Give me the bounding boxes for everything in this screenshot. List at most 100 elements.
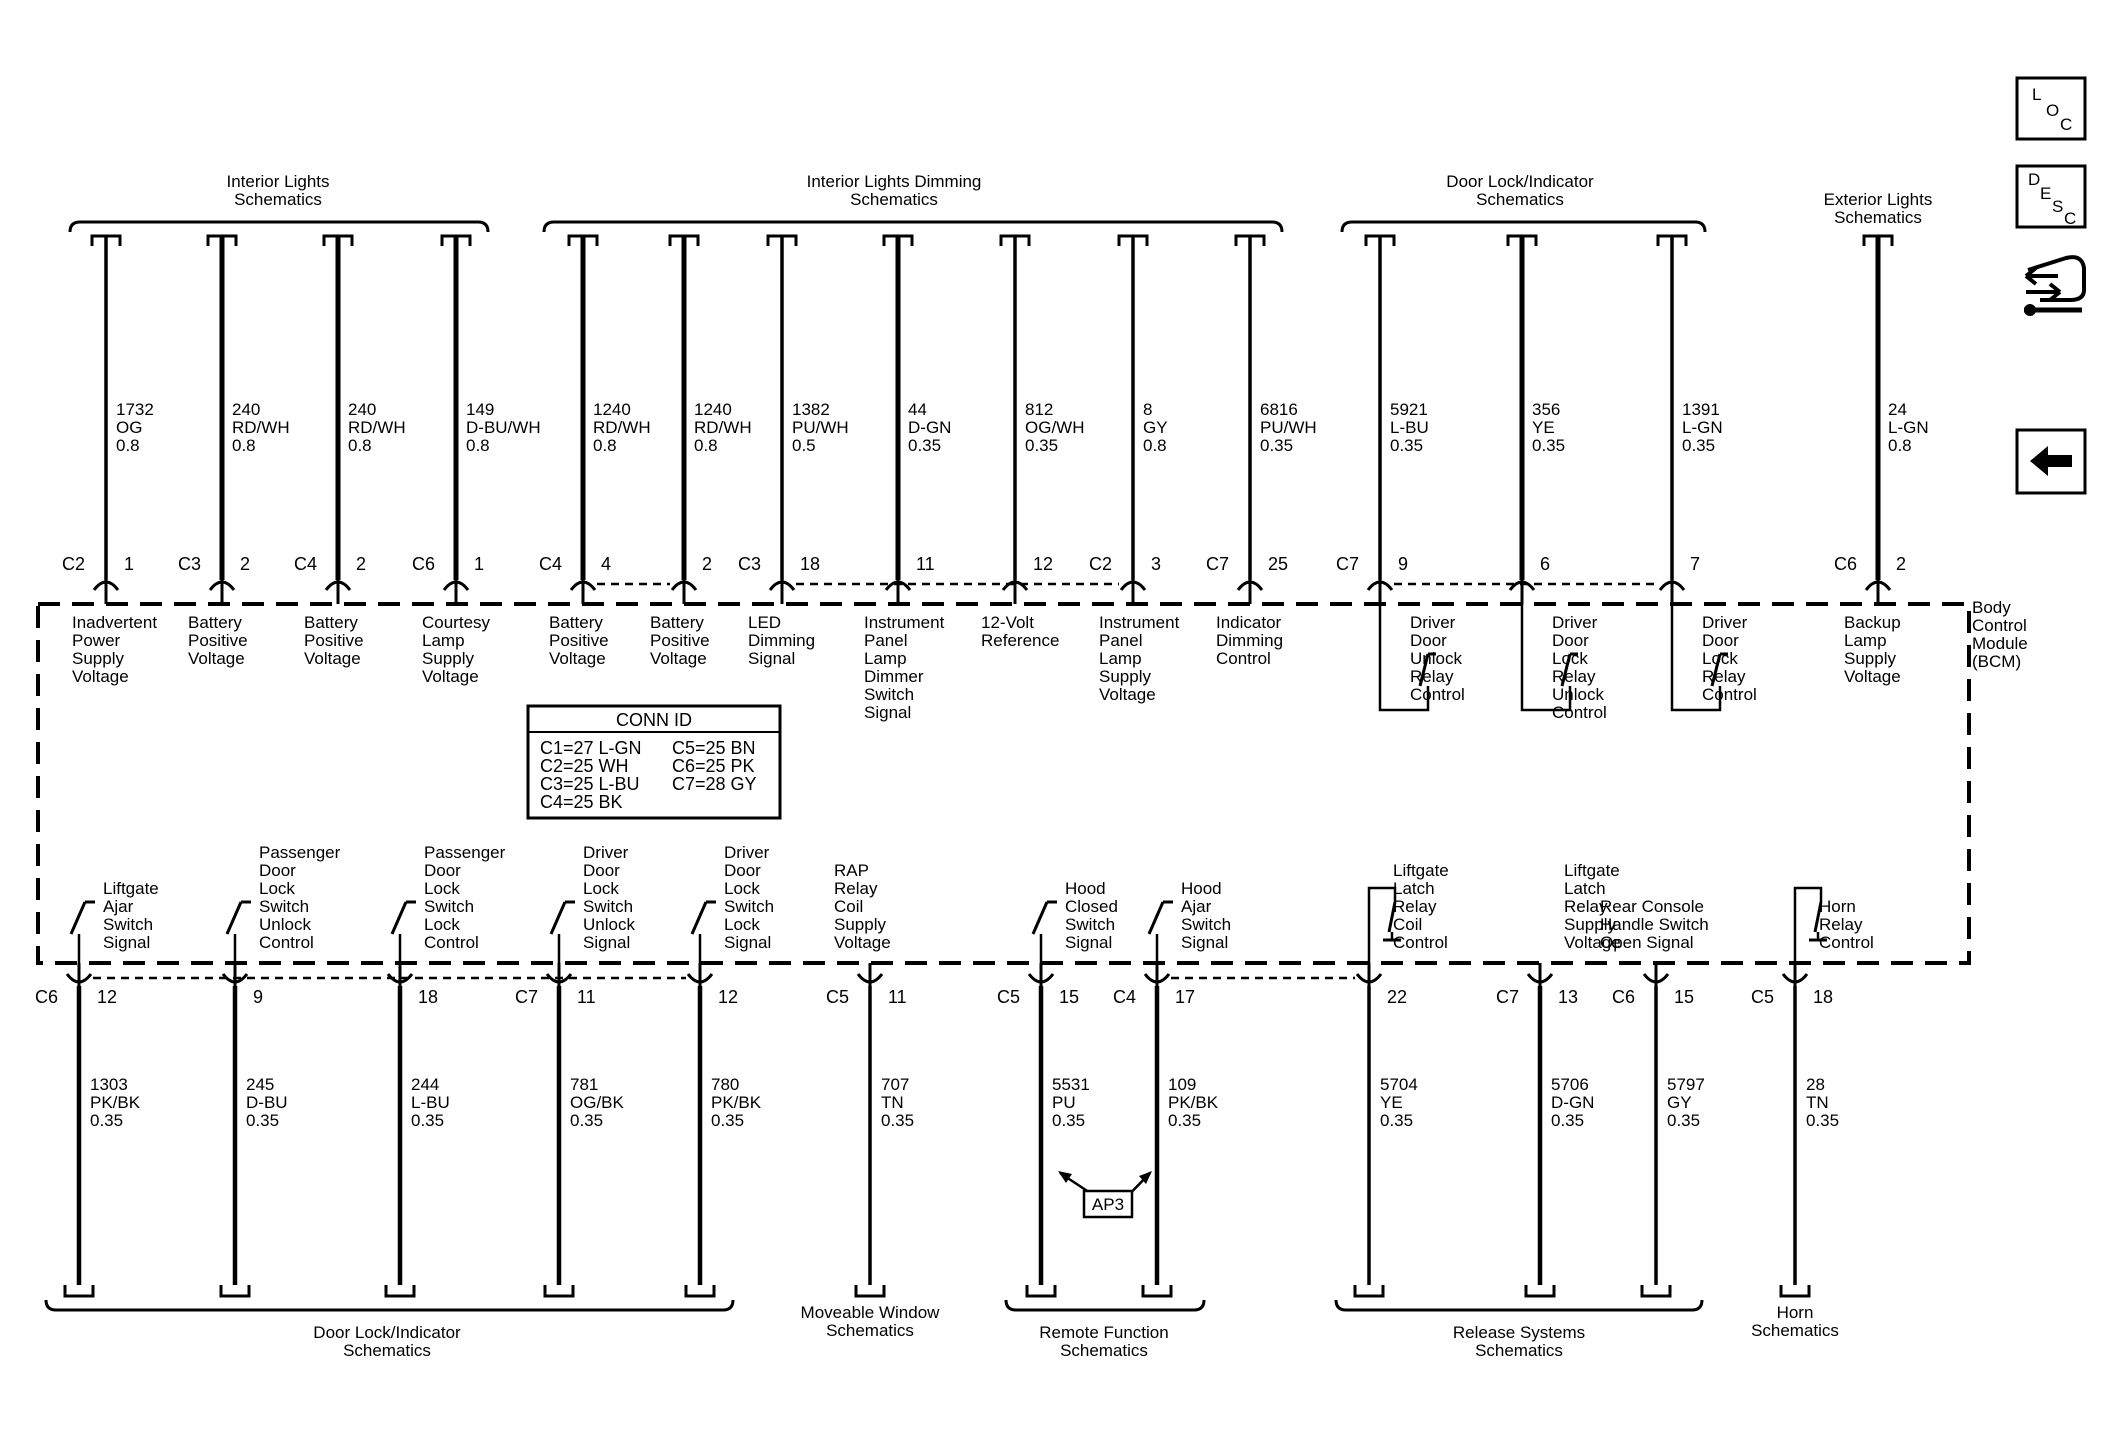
bottom-wire-5-conn: C5 [826, 987, 849, 1007]
top-wire-12-label-1: Door [1552, 631, 1589, 650]
bottom-wire-11-pin-cap [1781, 973, 1809, 984]
top-wire-2-label-2: Voltage [304, 649, 361, 668]
top-wire-5-code-0: 1240 [694, 400, 732, 419]
top-wire-5-label-0: Battery [650, 613, 704, 632]
desc-button[interactable]: D E S C [2015, 164, 2087, 229]
top-wire-14-label-1: Lamp [1844, 631, 1887, 650]
bottom-wire-0-pin: 12 [97, 987, 117, 1007]
top-wire-10-label-0: Indicator [1216, 613, 1282, 632]
top-wire-7-label-2: Lamp [864, 649, 907, 668]
bottom-wire-4: 780PK/BK0.3512DriverDoorLockSwitchLockSi… [684, 843, 774, 1298]
top-wire-10-code-1: PU/WH [1260, 418, 1317, 437]
bottom-wire-3-label-0: Driver [583, 843, 629, 862]
bottom-wire-0-pin-cap [65, 973, 93, 984]
back-arrow-button[interactable] [2015, 428, 2087, 495]
bottom-wire-4-label-1: Door [724, 861, 761, 880]
top-wire-14-label-2: Supply [1844, 649, 1896, 668]
bottom-wire-0-label-2: Switch [103, 915, 153, 934]
bottom-group-3-line-1: Schematics [1475, 1341, 1563, 1360]
bottom-group-3-line-0: Release Systems [1453, 1323, 1585, 1342]
top-wire-6-label-1: Dimming [748, 631, 815, 650]
top-wire-0-code-0: 1732 [116, 400, 154, 419]
top-wire-1-code-1: RD/WH [232, 418, 290, 437]
bottom-wire-9-code-1: D-GN [1551, 1093, 1594, 1112]
top-wire-10-code-0: 6816 [1260, 400, 1298, 419]
top-wire-13-code-2: 0.35 [1682, 436, 1715, 455]
conn-id-left-2: C3=25 L-BU [540, 774, 640, 794]
top-wire-1-label-1: Positive [188, 631, 248, 650]
top-wire-11-conn: C7 [1336, 554, 1359, 574]
bottom-wire-1: 245D-BU0.359PassengerDoorLockSwitchUnloc… [219, 843, 341, 1298]
top-wire-8-label-0: 12-Volt [981, 613, 1034, 632]
top-wire-2-label-0: Battery [304, 613, 358, 632]
connector-swap-icon[interactable] [2024, 255, 2086, 316]
bottom-wire-2-terminal [384, 1285, 416, 1298]
top-group-3-line-1: Schematics [1834, 208, 1922, 227]
bottom-wire-1-terminal [219, 1285, 251, 1298]
top-wire-4-pin: 4 [601, 554, 611, 574]
bottom-group-4-line-0: Horn [1777, 1303, 1814, 1322]
conn-id-right-2: C7=28 GY [672, 774, 757, 794]
top-wire-7-code-2: 0.35 [908, 436, 941, 455]
bcm-module-box [36, 602, 1971, 965]
bottom-wire-2-pin: 18 [418, 987, 438, 1007]
top-wire-1-label-0: Battery [188, 613, 242, 632]
top-wire-10-conn: C7 [1206, 554, 1229, 574]
bottom-wire-10-code-0: 5797 [1667, 1075, 1705, 1094]
bottom-wire-3-label-1: Door [583, 861, 620, 880]
bottom-wire-2-code-2: 0.35 [411, 1111, 444, 1130]
bottom-wire-0-conn: C6 [35, 987, 58, 1007]
bottom-wire-9-pin-cap [1526, 973, 1554, 984]
bottom-group-1-line-0: Moveable Window [801, 1303, 941, 1322]
bottom-wire-10-conn: C6 [1612, 987, 1635, 1007]
top-wire-10-label-2: Control [1216, 649, 1271, 668]
bottom-wire-8-code-1: YE [1380, 1093, 1403, 1112]
desc-letter-c: C [2064, 209, 2076, 228]
bottom-wire-1-label-1: Door [259, 861, 296, 880]
top-wire-7: 44D-GN0.3511InstrumentPanelLampDimmerSwi… [864, 234, 951, 722]
bottom-wire-9-code-0: 5706 [1551, 1075, 1589, 1094]
bottom-wire-10-label-1: Handle Switch [1600, 915, 1709, 934]
bottom-wire-4-code-2: 0.35 [711, 1111, 744, 1130]
bottom-wire-8-pin: 22 [1387, 987, 1407, 1007]
top-wire-14-label-3: Voltage [1844, 667, 1901, 686]
top-wire-12: 356YE0.356DriverDoorLockRelayUnlockContr… [1506, 234, 1607, 722]
bcm-label-1: Control [1972, 616, 2027, 635]
bottom-wire-1-label-3: Switch [259, 897, 309, 916]
bottom-wire-8-label-1: Latch [1393, 879, 1435, 898]
top-group-0-line-0: Interior Lights [227, 172, 330, 191]
conn-id-left-3: C4=25 BK [540, 792, 623, 812]
bottom-group-0-line-0: Door Lock/Indicator [313, 1323, 461, 1342]
top-wire-10-label-1: Dimming [1216, 631, 1283, 650]
top-wire-14-conn: C6 [1834, 554, 1857, 574]
top-wire-4-code-2: 0.8 [593, 436, 617, 455]
bottom-wire-0-label-0: Liftgate [103, 879, 159, 898]
top-wire-6-code-0: 1382 [792, 400, 830, 419]
top-wire-14-code-2: 0.8 [1888, 436, 1912, 455]
bottom-wire-4-code-0: 780 [711, 1075, 739, 1094]
top-wire-9-code-0: 8 [1143, 400, 1152, 419]
bottom-wire-9-label-2: Relay [1564, 897, 1608, 916]
bottom-wire-9-pin: 13 [1558, 987, 1578, 1007]
bottom-wire-2-pin-cap [386, 973, 414, 984]
top-wire-1-pin: 2 [240, 554, 250, 574]
conn-id-right-1: C6=25 PK [672, 756, 755, 776]
bottom-wire-3-label-4: Unlock [583, 915, 635, 934]
top-wire-3-pin: 1 [474, 554, 484, 574]
bottom-wire-8-terminal [1353, 1285, 1385, 1298]
top-wire-12-label-3: Relay [1552, 667, 1596, 686]
loc-button[interactable]: L O C [2015, 76, 2087, 141]
top-wire-11-label-1: Door [1410, 631, 1447, 650]
bottom-wire-10-code-2: 0.35 [1667, 1111, 1700, 1130]
bottom-wire-8-label-2: Relay [1393, 897, 1437, 916]
top-wire-6-pin: 18 [800, 554, 820, 574]
